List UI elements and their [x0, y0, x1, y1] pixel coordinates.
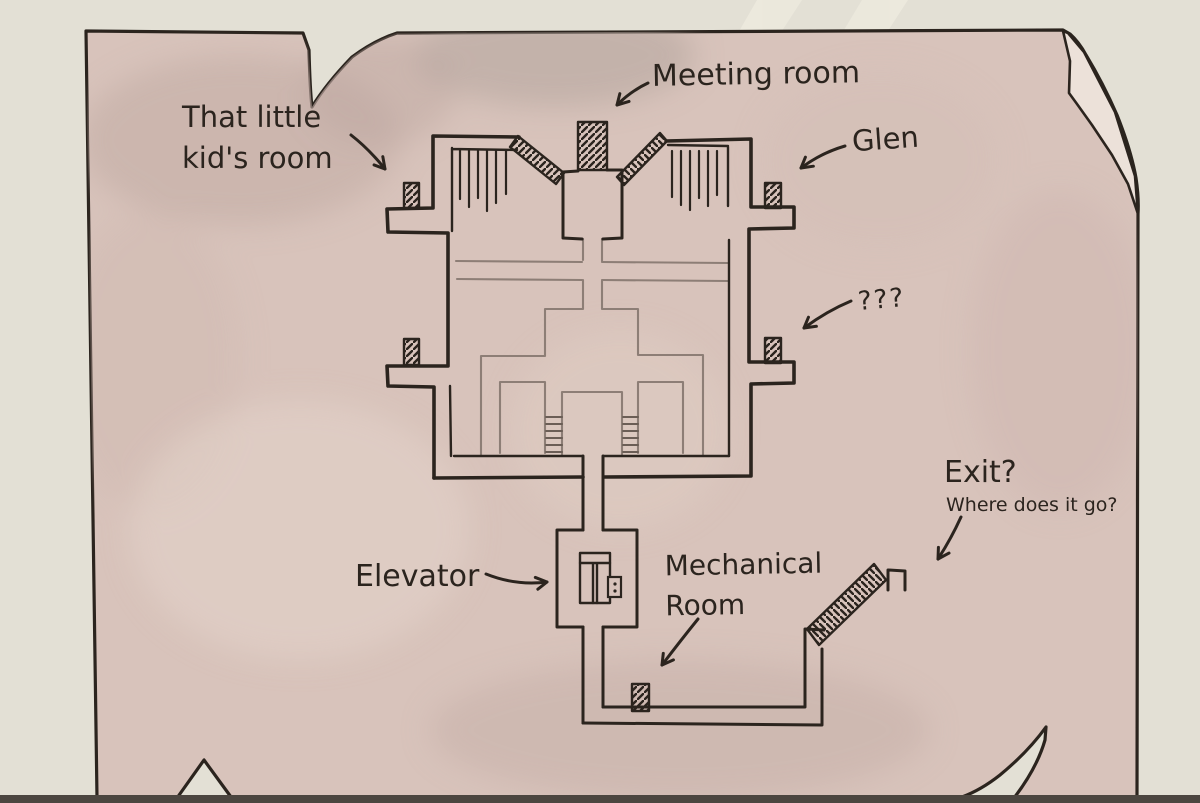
label-kids-room-line2: kid's room: [182, 141, 333, 176]
label-kids-room-line1: That little: [182, 100, 322, 134]
label-elevator: Elevator: [355, 559, 480, 594]
label-meeting-room: Meeting room: [651, 55, 861, 94]
exit-staircase: [805, 562, 888, 647]
label-mechanical-line2: Room: [665, 587, 746, 623]
door-glen: [763, 181, 783, 210]
door-kids-room: [402, 181, 421, 210]
roof-band-right: [615, 131, 669, 187]
door-mechanical-room: [630, 682, 651, 713]
outer-walls: [385, 134, 796, 480]
door-unknown: [763, 336, 783, 365]
glen-arrow: [799, 144, 847, 170]
elevator-icon: [578, 551, 623, 605]
label-kids-room: That little kid's room: [182, 97, 333, 179]
label-unknown-door: ???: [856, 282, 907, 318]
ladder-right: [622, 416, 639, 453]
mechanical-room-arrow: [660, 617, 700, 667]
label-glen: Glen: [850, 119, 920, 159]
corridor-partitions: [454, 237, 730, 457]
meeting-room-vestibule: [561, 168, 624, 241]
label-mechanical-room: Mechanical Room: [664, 544, 823, 626]
table-edge: [0, 795, 1200, 803]
door-meeting-room: [576, 120, 609, 172]
label-exit: Exit?: [944, 455, 1017, 490]
door-lower-left: [402, 337, 421, 367]
roof-band-left: [508, 134, 566, 186]
elevator-room: [555, 454, 639, 725]
meeting-room-arrow: [615, 81, 650, 107]
exit-landing: [886, 568, 907, 592]
exit-arrow: [936, 515, 963, 561]
unknown-door-arrow: [802, 299, 853, 330]
ladder-left: [545, 416, 563, 453]
kids-room-arrow: [349, 133, 387, 171]
annotation-arrows: [349, 81, 963, 667]
floor-plan: [349, 81, 963, 727]
paper-stains: [86, 30, 1139, 798]
top-room-stripes: [458, 148, 719, 213]
elevator-arrow: [484, 572, 549, 591]
label-mechanical-line1: Mechanical: [664, 546, 823, 583]
label-exit-question: Where does it go?: [946, 494, 1118, 516]
folded-corner: [1061, 29, 1140, 216]
